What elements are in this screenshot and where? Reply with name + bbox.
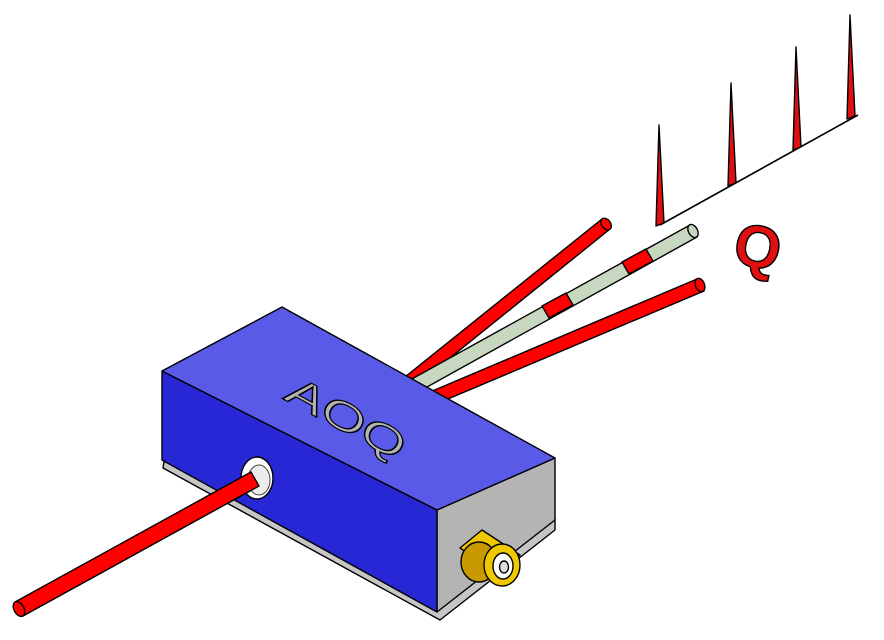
pulse-segment-1 [541,292,574,319]
zero-order-beam [409,223,699,393]
pulse-segment-2 [621,248,654,275]
pulse-train-baseline [659,114,859,226]
pulse-2 [727,82,737,187]
input-beam-body [14,471,260,617]
lower-beam-end [694,277,706,293]
rf-connector [459,529,521,587]
pulse-4 [846,14,856,120]
connector-pin [498,560,510,574]
input-beam-end [12,600,26,618]
pulse-3 [792,46,802,151]
q-symbol: Q [728,209,788,284]
aoq-device: AOQ [161,306,556,621]
zero-order-beam-end [687,223,699,239]
pulse-train [655,14,859,227]
output-beams [394,217,706,405]
input-beam [12,471,260,618]
device-top-face [161,306,556,511]
pulse-1 [655,124,665,227]
upper-beam-end [599,217,613,231]
